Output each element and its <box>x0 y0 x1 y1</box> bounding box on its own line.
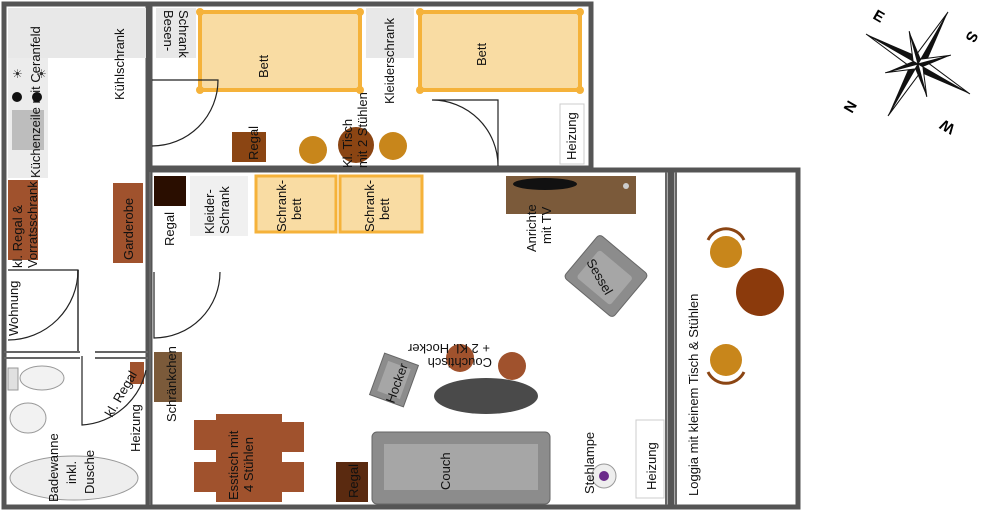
bed-2 <box>416 8 584 94</box>
garderobe-label: Garderobe <box>121 198 136 260</box>
hotplate-icon: ☀ <box>36 67 47 81</box>
schrankbett-2 <box>338 174 424 234</box>
compass-rose-icon <box>865 11 971 117</box>
kuehlschrank-label: Kühlschrank <box>112 28 127 100</box>
bedroom-door-2[interactable] <box>431 99 499 167</box>
kleider-mid-label: Kleider- Schrank <box>202 186 232 234</box>
anrichte-label: Anrichte mit TV <box>524 201 554 252</box>
besen-schrank-box <box>156 8 196 58</box>
living-door[interactable] <box>153 271 221 339</box>
kleiderschrank-top-label: Kleiderschrank <box>382 18 397 104</box>
wohnung-label: Wohnung <box>6 281 21 336</box>
heizung-bad-label: Heizung <box>128 404 143 452</box>
schraenkchen-label: Schränkchen <box>164 346 179 422</box>
lamp-icon <box>623 183 629 189</box>
garderobe-shelf <box>113 183 143 263</box>
bed-1-label: Bett <box>256 54 271 78</box>
hotplate-icon: ☀ <box>12 67 23 81</box>
walls <box>1 1 801 510</box>
besen-schrank-label: Besen- Schrank <box>161 10 191 58</box>
loggia-furniture <box>706 227 784 385</box>
compass-s: S <box>962 28 982 45</box>
regal-bottom-box <box>336 462 368 502</box>
kl-regal-shelf <box>130 362 144 384</box>
vorrat-shelf <box>8 180 38 260</box>
schraenkchen-box <box>154 352 182 402</box>
bed-2-label: Bett <box>474 42 489 66</box>
toilet <box>19 365 65 391</box>
tisch-top-label: Kl. Tisch mit 2 Stühlen <box>340 92 370 168</box>
heizung-living-box <box>635 419 665 499</box>
regal-vorrat-label: kl. Regal & Vorratsschrank <box>10 181 40 268</box>
regal-mid-box <box>154 176 186 206</box>
hotplate-icon <box>32 92 42 102</box>
regal-top-box <box>232 132 266 162</box>
fridge-area <box>8 8 146 58</box>
compass-n: N <box>841 98 861 116</box>
bed-1 <box>196 8 364 94</box>
esstisch-label: Esstisch mit 4 Stühlen <box>226 427 256 500</box>
compass-w: W <box>937 115 958 137</box>
schrankbett-1-label: Schrank- bett <box>274 176 304 232</box>
couch-label: Couch <box>438 452 453 490</box>
kleider-mid-box <box>190 176 248 236</box>
washbasin <box>9 402 47 434</box>
regal-top-label: Regal <box>246 126 261 160</box>
kleiderschrank-box <box>366 8 414 58</box>
couch <box>371 431 551 505</box>
stehlampe-label: Stehlampe <box>582 432 597 494</box>
hotplate-icon <box>12 92 22 102</box>
bathtub <box>9 455 139 501</box>
sessel-chair <box>564 235 648 317</box>
toilet-tank <box>7 367 19 391</box>
inner-walls <box>4 172 677 505</box>
badewanne-label: Badewanne inkl. Dusche <box>46 430 97 502</box>
sink <box>12 110 44 150</box>
kuechenzeile-label: Küchenzeile mit Ceranfeld <box>28 26 43 178</box>
regal-bottom-label: Regal <box>346 464 361 498</box>
small-table-chairs <box>299 127 407 164</box>
regal-mid-label: Regal <box>162 212 177 246</box>
heizung-living-label: Heizung <box>644 442 659 490</box>
heizung-top-box <box>559 103 585 165</box>
esstisch <box>194 414 304 502</box>
couchtisch <box>434 344 538 414</box>
loggia-label: Loggia mit kleinem Tisch & Stühlen <box>686 294 701 496</box>
hocker <box>368 352 420 408</box>
stehlampe-icon <box>599 471 609 481</box>
schrankbett-1 <box>254 174 338 234</box>
heizung-top-label: Heizung <box>564 112 579 160</box>
bedroom-door-1[interactable] <box>151 79 219 147</box>
entry-door[interactable] <box>7 269 79 341</box>
schrankbett-2-label: Schrank- bett <box>362 176 392 232</box>
compass-e: E <box>870 7 887 27</box>
couchtisch-label: Couchtisch + 2 Kl. Hocker <box>407 341 492 370</box>
bath-door[interactable] <box>81 356 147 426</box>
tv-icon <box>513 178 577 190</box>
